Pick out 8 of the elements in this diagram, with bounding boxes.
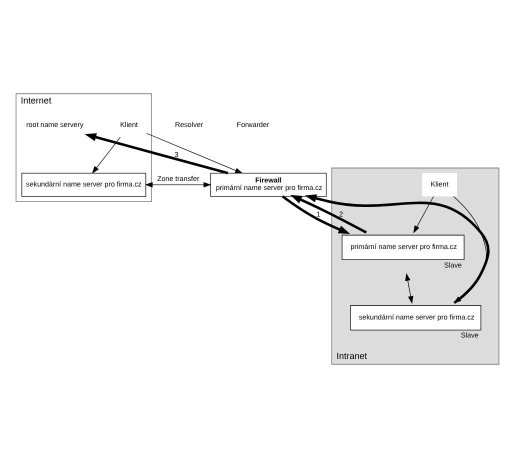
arrow xyxy=(290,194,367,234)
arrow xyxy=(146,133,243,174)
arrow xyxy=(282,195,350,234)
arrow xyxy=(84,133,228,174)
arrow xyxy=(405,273,414,304)
arrow xyxy=(144,182,212,188)
arrow xyxy=(92,136,121,174)
arrow xyxy=(413,196,434,234)
